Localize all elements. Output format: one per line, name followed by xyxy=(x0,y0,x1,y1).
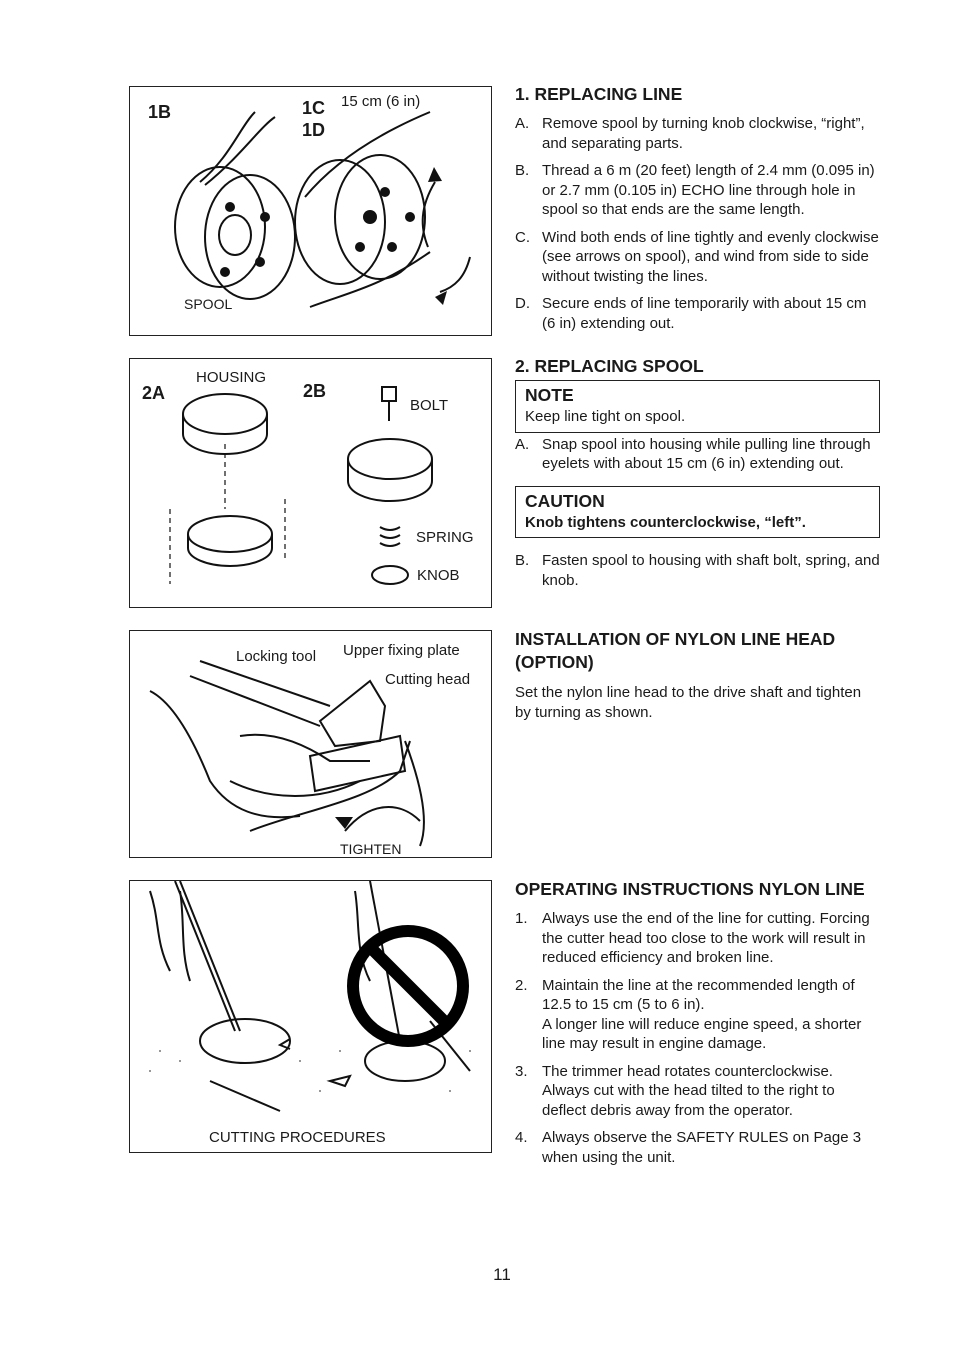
item-marker: 1. xyxy=(515,910,528,927)
item-text: Fasten spool to housing with shaft bolt,… xyxy=(542,552,880,589)
assembly-illustration xyxy=(169,386,433,585)
measure-label: 15 cm (6 in) xyxy=(341,93,421,110)
item-text: Snap spool into housing while pulling li… xyxy=(542,435,871,473)
cutting-caption: CUTTING PROCEDURES xyxy=(209,1129,386,1146)
list-item: D. Secure ends of line temporarily with a… xyxy=(515,294,880,333)
label-2b: 2B xyxy=(303,381,327,401)
spring-label: SPRING xyxy=(416,529,474,546)
label-2a: 2A xyxy=(142,383,166,403)
figure-spool: 1B 1C 1D 15 cm (6 in) SPOOL xyxy=(129,86,492,336)
bolt-label: BOLT xyxy=(410,397,449,414)
item-marker: A. xyxy=(515,115,530,132)
page-number: 11 xyxy=(493,1265,511,1284)
note-text: Keep line tight on spool. xyxy=(525,408,686,425)
spool-label: SPOOL xyxy=(184,296,233,312)
installation-text: Set the nylon line head to the drive sha… xyxy=(515,684,862,721)
heading-replacing-line: 1. REPLACING LINE xyxy=(515,84,683,104)
label-1d: 1D xyxy=(302,120,326,140)
note-title: NOTE xyxy=(525,385,574,405)
heading-installation: INSTALLATION OF NYLON LINE HEAD (OPTION) xyxy=(515,629,836,672)
item-text: Wind both ends of line tightly and evenl… xyxy=(542,228,879,285)
list-item: 4. Always observe the SAFETY RULES on Pag… xyxy=(515,1128,880,1167)
item-marker: A. xyxy=(515,435,530,453)
label-1c: 1C xyxy=(302,98,326,118)
caution-title: CAUTION xyxy=(525,490,605,511)
cutting-illustration xyxy=(149,881,471,1112)
section-operating-instructions: OPERATING INSTRUCTIONS NYLON LINE 1. Alwa… xyxy=(515,878,880,1167)
item-marker: B. xyxy=(515,162,530,179)
item-text: Maintain the line at the recommended len… xyxy=(542,976,855,1014)
item-marker: 2. xyxy=(515,976,528,994)
list-item: C. Wind both ends of line tightly and eve… xyxy=(515,228,880,287)
section-installation: INSTALLATION OF NYLON LINE HEAD (OPTION)… xyxy=(515,628,880,722)
item-text: Thread a 6 m (20 feet) length of 2.4 mm … xyxy=(542,162,875,218)
caution-text: Knob tightens counterclockwise, “left”. xyxy=(525,513,806,531)
upper-plate-label: Upper fixing plate xyxy=(343,642,460,659)
item-marker: 4. xyxy=(515,1129,528,1146)
cutting-head-label: Cutting head xyxy=(385,671,471,688)
list-item: A. Snap spool into housing while pulling … xyxy=(515,435,880,474)
item-marker: D. xyxy=(515,295,530,312)
item-text: Remove spool by turning knob clockwise, … xyxy=(542,115,865,152)
note-box: NOTE Keep line tight on spool. xyxy=(515,380,880,433)
list-item: B. Fasten spool to housing with shaft bol… xyxy=(515,551,880,590)
list-item: A. Remove spool by turning knob clockwise… xyxy=(515,114,880,153)
install-illustration xyxy=(149,660,426,847)
figure-install-head: Locking tool Upper fixing plate Cutting … xyxy=(129,630,492,858)
item-text: The trimmer head rotates counterclockwis… xyxy=(542,1062,835,1119)
item-text-continued: A longer line will reduce engine speed, … xyxy=(542,1015,862,1053)
item-marker: B. xyxy=(515,552,530,569)
item-marker: 3. xyxy=(515,1062,528,1080)
spool-illustration xyxy=(174,111,471,308)
section-replacing-line: 1. REPLACING LINE A. Remove spool by turn… xyxy=(515,83,880,333)
caution-box: CAUTION Knob tightens counterclockwise, … xyxy=(515,485,880,538)
heading-replacing-spool: 2. REPLACING SPOOL xyxy=(515,356,704,376)
tighten-label: TIGHTEN xyxy=(340,841,402,857)
list-item: 2. Maintain the line at the recommended l… xyxy=(515,976,880,1054)
figure-spool-assembly: 2A 2B HOUSING BOLT SPRING KNOB xyxy=(129,358,492,608)
knob-label: KNOB xyxy=(417,567,460,584)
label-1b: 1B xyxy=(148,102,172,122)
locking-tool-label: Locking tool xyxy=(236,648,317,665)
heading-operating-instructions: OPERATING INSTRUCTIONS NYLON LINE xyxy=(515,879,865,899)
item-text: Secure ends of line temporarily with abo… xyxy=(542,295,867,332)
housing-label: HOUSING xyxy=(196,369,267,386)
item-text: Always observe the SAFETY RULES on Page … xyxy=(542,1129,862,1166)
list-item: 3. The trimmer head rotates counterclockw… xyxy=(515,1062,880,1121)
item-marker: C. xyxy=(515,228,530,246)
section-replacing-spool: 2. REPLACING SPOOL NOTE Keep line tight … xyxy=(515,355,880,590)
list-item: 1. Always use the end of the line for cut… xyxy=(515,909,880,968)
list-item: B. Thread a 6 m (20 feet) length of 2.4 m… xyxy=(515,161,880,220)
figure-cutting-procedures: CUTTING PROCEDURES xyxy=(129,880,492,1153)
item-text: Always use the end of the line for cutti… xyxy=(542,910,870,966)
